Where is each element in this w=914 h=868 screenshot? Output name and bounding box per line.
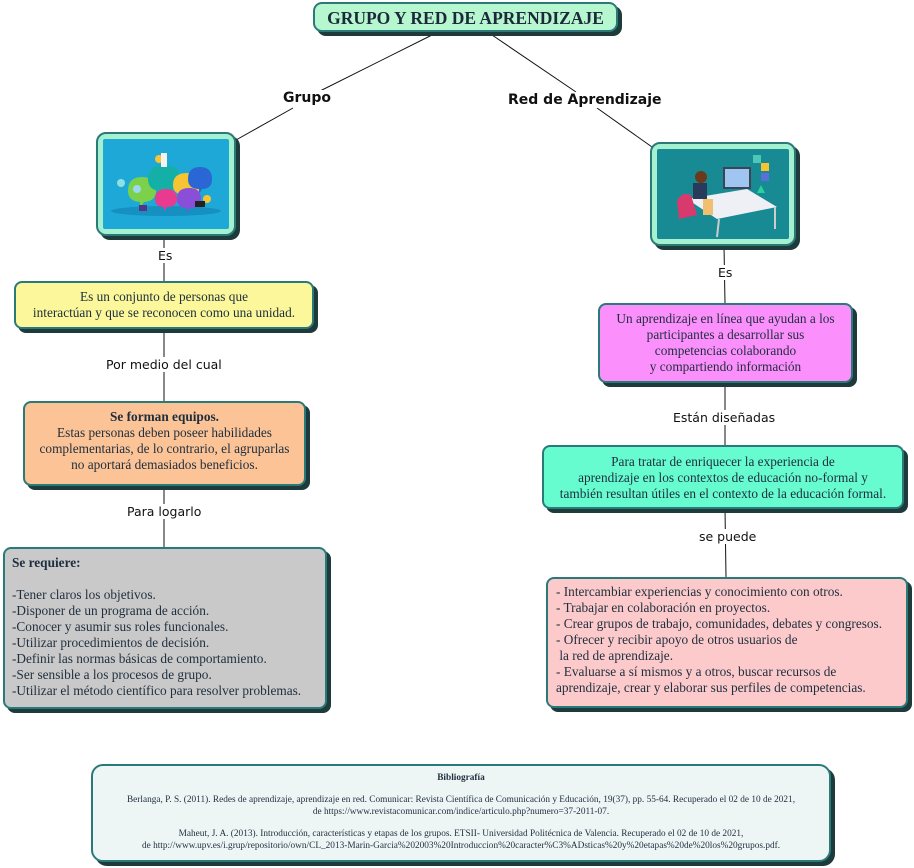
requirement-item: -Disponer de un programa de acción. [12, 603, 210, 618]
ref-line: Maheut, J. A. (2013). Introducción, cara… [178, 829, 744, 839]
link-label-se-puede: se puede [697, 529, 759, 544]
person-at-computer-illustration-icon [657, 149, 789, 239]
definition-line: Un aprendizaje en línea que ayudan a los [616, 311, 835, 326]
actions-node: - Intercambiar experiencias y conocimien… [546, 577, 908, 708]
map-title: GRUPO Y RED DE APRENDIZAJE [313, 2, 618, 32]
red-definition-node: Un aprendizaje en línea que ayudan a los… [598, 303, 853, 383]
requirement-item: -Conocer y asumir sus roles funcionales. [12, 619, 229, 634]
requirements-title: Se requiere: [12, 555, 81, 570]
requirement-item: -Utilizar procedimientos de decisión. [12, 635, 210, 650]
connector-title-red [491, 34, 577, 93]
purpose-line: también resultan útiles en el contexto d… [559, 486, 887, 501]
link-label-es-left: Es [156, 248, 175, 263]
action-item: - Intercambiar experiencias y conocimien… [556, 584, 843, 599]
purpose-node: Para tratar de enriquecer la experiencia… [542, 445, 904, 509]
teams-line: complementarias, de lo contrario, el agr… [39, 441, 290, 456]
link-label-para-lograrlo: Para logarlo [125, 504, 204, 519]
teams-line: no aportará demasiados beneficios. [71, 457, 258, 472]
teams-node: Se forman equipos. Estas personas deben … [23, 401, 306, 486]
grupo-definition-node: Es un conjunto de personas que interactú… [14, 281, 314, 329]
definition-line: participantes a desarrollar sus [646, 327, 805, 342]
bibliography-ref: Maheut, J. A. (2013). Introducción, cara… [93, 828, 829, 852]
connector-red-image [596, 107, 653, 148]
definition-line: competencias colaborando [654, 343, 797, 358]
action-item: la red de aprendizaje. [556, 648, 674, 663]
action-item: - Evaluarse a sí mismos y a otros, busca… [556, 664, 837, 679]
grupo-image-card [96, 132, 236, 236]
action-item: aprendizaje, crear y elaborar sus perfil… [556, 680, 866, 695]
connector-title-grupo [317, 34, 433, 93]
requirement-item: -Tener claros los objetivos. [12, 587, 156, 602]
definition-line: y compartiendo información [649, 359, 802, 374]
definition-line: interactúan y que se reconocen como una … [32, 305, 296, 320]
action-item: - Ofrecer y recibir apoyo de otros usuar… [556, 632, 798, 647]
ref-url[interactable]: de http://www.upv.es/i.grup/repositorio/… [141, 841, 781, 851]
connector-grupo-image [235, 107, 294, 141]
action-item: - Trabajar en colaboración en proyectos. [556, 600, 771, 615]
branch-heading-grupo: Grupo [281, 90, 334, 106]
bibliography-title: Bibliografía [437, 773, 485, 783]
people-chat-illustration-icon [103, 139, 229, 229]
bibliography-node: Bibliografía Berlanga, P. S. (2011). Red… [91, 764, 831, 862]
red-image-card [650, 142, 796, 246]
purpose-line: Para tratar de enriquecer la experiencia… [611, 454, 835, 469]
branch-heading-red: Red de Aprendizaje [506, 92, 664, 108]
bibliography-ref: Berlanga, P. S. (2011). Redes de aprendi… [93, 794, 829, 818]
requirement-item: -Definir las normas básicas de comportam… [12, 651, 267, 666]
requirement-item: -Ser sensible a los procesos de grupo. [12, 667, 212, 682]
requirement-item: -Utilizar el método científico para reso… [12, 683, 302, 698]
teams-line: Estas personas deben poseer habilidades [57, 425, 272, 440]
link-label-estan-disenadas: Están diseñadas [671, 410, 778, 425]
requirements-node: Se requiere: -Tener claros los objetivos… [3, 547, 327, 709]
ref-line: Berlanga, P. S. (2011). Redes de aprendi… [126, 795, 796, 805]
link-label-es-right: Es [716, 265, 735, 280]
action-item: - Crear grupos de trabajo, comunidades, … [556, 616, 883, 631]
definition-line: Es un conjunto de personas que [79, 289, 249, 304]
teams-title: Se forman equipos. [110, 409, 219, 424]
link-label-por-medio: Por medio del cual [104, 357, 224, 372]
ref-url[interactable]: de https://www.revistacomunicar.com/indi… [312, 807, 610, 817]
purpose-line: aprendizaje en los contextos de educació… [578, 470, 868, 485]
